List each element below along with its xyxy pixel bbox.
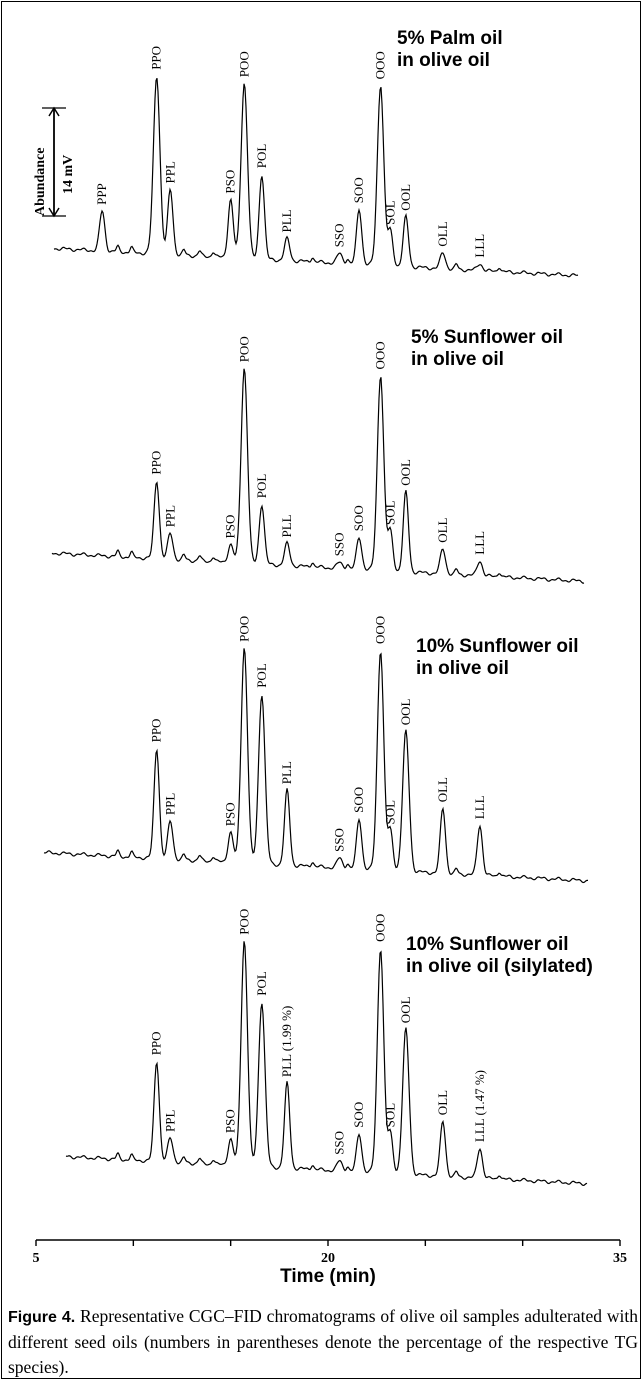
x-tick-label: 20 <box>321 1251 335 1266</box>
x-tick-label: 35 <box>613 1251 627 1266</box>
peak-label: OLL <box>435 221 450 246</box>
peak-label: PPO <box>149 1031 164 1055</box>
figure-caption: Figure 4. Representative CGC–FID chromat… <box>8 1304 638 1380</box>
peak-label: PLL (1.99 %) <box>279 1006 294 1077</box>
peak-label: PPP <box>94 183 109 205</box>
peak-label: OOO <box>373 914 388 942</box>
peak-label: PPL <box>162 505 177 527</box>
peak-label: OOO <box>373 51 388 79</box>
peak-label: PPO <box>149 451 164 475</box>
panel-title-line: in olive oil <box>416 658 509 679</box>
peak-label: LLL (1.47 %) <box>472 1070 487 1142</box>
peak-label: PPL <box>162 161 177 183</box>
x-tick-label: 5 <box>33 1251 40 1266</box>
peak-label: PLL <box>279 209 294 232</box>
chromatogram-trace <box>51 368 585 584</box>
chromatogram-trace <box>43 648 588 884</box>
peak-label: LLL <box>472 234 487 258</box>
peak-label: PSO <box>223 170 238 194</box>
peak-label: POL <box>254 144 269 169</box>
peak-label: OLL <box>435 1090 450 1115</box>
panel-title-line: 5% Palm oil <box>397 28 503 49</box>
peak-label: PLL <box>279 761 294 784</box>
panel-title-line: 10% Sunflower oil <box>416 636 579 657</box>
peak-label: OOO <box>373 341 388 369</box>
peak-label: SOL <box>382 1103 397 1128</box>
caption-lead: Figure 4. <box>8 1309 76 1326</box>
x-axis-title: Time (min) <box>280 1266 376 1287</box>
chromatogram-trace <box>65 941 588 1187</box>
peak-label: PSO <box>223 1109 238 1133</box>
peak-label: SOO <box>351 1102 366 1128</box>
peak-label: POL <box>254 663 269 688</box>
panel-title-line: 5% Sunflower oil <box>411 327 563 348</box>
peak-label: POO <box>236 51 251 77</box>
peak-label: OOL <box>398 699 413 726</box>
peak-label: OOL <box>398 996 413 1023</box>
peak-label: POO <box>236 336 251 362</box>
panel-title-line: in olive oil <box>397 50 490 71</box>
peak-label: SSO <box>332 532 347 556</box>
peak-label: POL <box>254 971 269 996</box>
peak-label: SOO <box>351 505 366 531</box>
panel-title-line: 10% Sunflower oil <box>406 934 569 955</box>
panel-title-line: in olive oil (silylated) <box>406 956 593 977</box>
peak-label: POO <box>236 616 251 642</box>
peak-label: OLL <box>435 777 450 802</box>
peak-label: LLL <box>472 795 487 819</box>
peak-label: SOL <box>382 200 397 225</box>
scale-bar: Abundance 14 mV <box>33 106 76 218</box>
peak-label: OOO <box>373 616 388 644</box>
peak-label: SSO <box>332 828 347 852</box>
peak-label: POO <box>236 909 251 935</box>
peak-label: POL <box>254 474 269 499</box>
peak-label: SOL <box>382 500 397 525</box>
peak-label: SOL <box>382 800 397 825</box>
chromatogram-trace <box>53 77 579 278</box>
caption-text: Representative CGC–FID chromatograms of … <box>8 1306 638 1377</box>
peak-label: SSO <box>332 1131 347 1155</box>
peak-label: PSO <box>223 802 238 826</box>
peak-label: PPO <box>149 719 164 743</box>
peak-label: SSO <box>332 223 347 247</box>
peak-label: SOO <box>351 787 366 813</box>
peak-label: PLL <box>279 514 294 537</box>
scale-axis-label: Abundance <box>33 148 48 216</box>
panel-title-line: in olive oil <box>411 349 504 370</box>
peak-label: PSO <box>223 515 238 539</box>
peak-label: OOL <box>398 459 413 486</box>
peak-label: SOO <box>351 177 366 203</box>
peak-label: LLL <box>472 531 487 555</box>
peak-label: PPL <box>162 1110 177 1132</box>
peak-label: OLL <box>435 517 450 542</box>
peak-label: PPL <box>162 793 177 815</box>
scale-value-label: 14 mV <box>61 155 76 194</box>
peak-label: OOL <box>398 184 413 211</box>
peak-label: PPO <box>149 46 164 70</box>
